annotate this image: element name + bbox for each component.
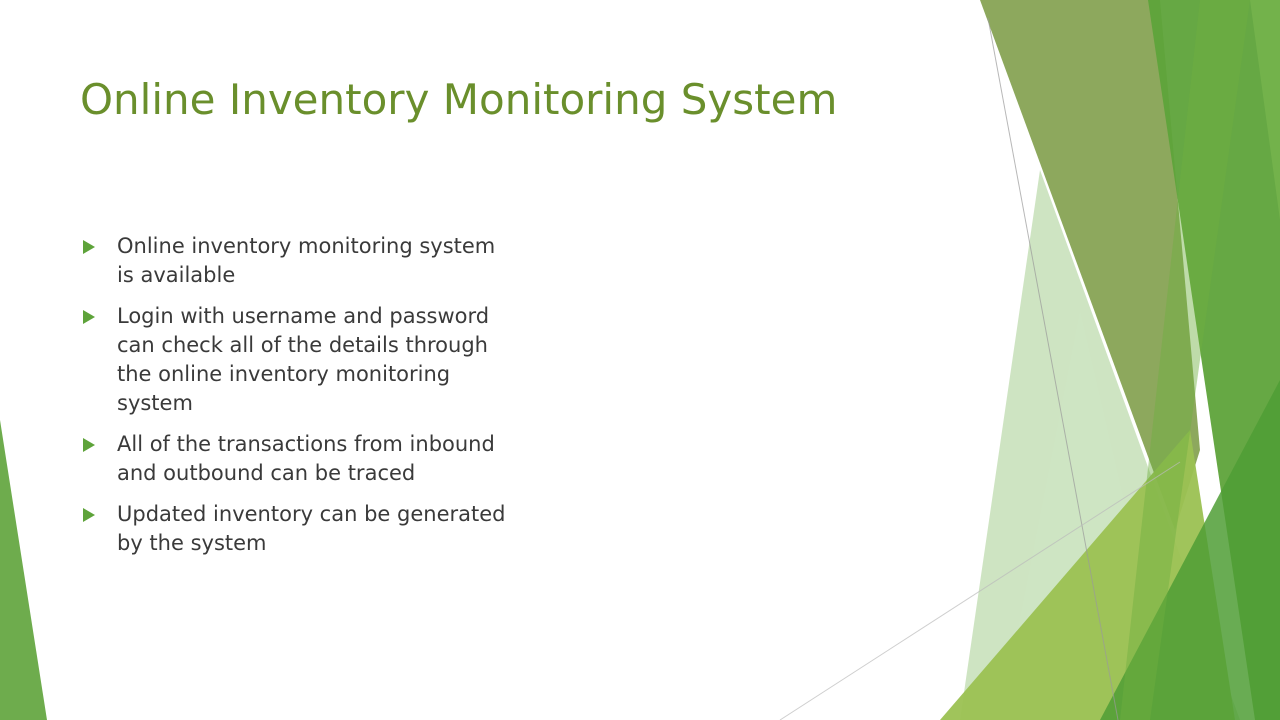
facet-bright-vertical <box>1120 0 1250 720</box>
thin-line-vertical <box>987 17 1119 720</box>
bullet-item: All of the transactions from inbound and… <box>80 430 510 488</box>
facet-mid-green <box>1100 380 1280 720</box>
bullet-item: Updated inventory can be generated by th… <box>80 500 510 558</box>
facet-dark-olive <box>980 0 1200 530</box>
bullet-text: Online inventory monitoring system is av… <box>117 234 496 287</box>
bullet-text: All of the transactions from inbound and… <box>117 432 495 485</box>
bullet-item: Login with username and password can che… <box>80 302 510 418</box>
play-triangle-icon <box>83 508 95 522</box>
bullet-item: Online inventory monitoring system is av… <box>80 232 510 290</box>
bullet-list: Online inventory monitoring system is av… <box>80 232 510 570</box>
play-triangle-icon <box>83 438 95 452</box>
play-triangle-icon <box>83 240 95 254</box>
bullet-text: Login with username and password can che… <box>117 304 490 415</box>
facet-green-top <box>1250 0 1280 220</box>
bullet-text: Updated inventory can be generated by th… <box>117 502 506 555</box>
left-accent-shape <box>0 420 47 720</box>
thin-line-diagonal <box>779 461 1181 720</box>
slide-title: Online Inventory Monitoring System <box>80 75 838 124</box>
play-triangle-icon <box>83 310 95 324</box>
